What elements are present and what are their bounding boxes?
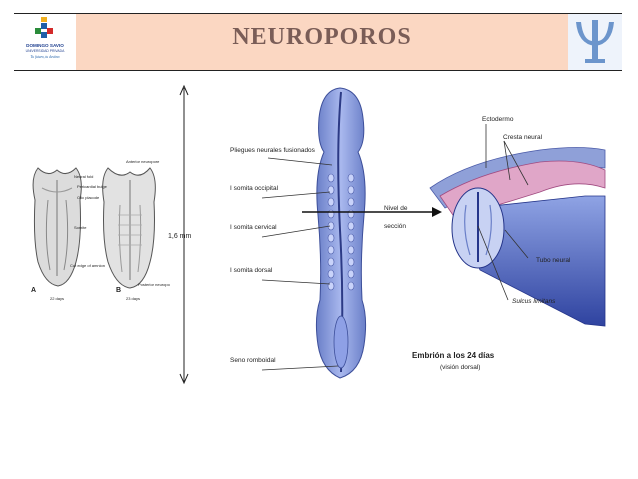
- embryo-drawing-a: [32, 167, 82, 287]
- fig-left-label-otic: Otic placode: [77, 195, 100, 200]
- panel-a-label: A: [31, 287, 36, 294]
- logo-emblem-icon: [35, 17, 53, 38]
- section-label-1: Nivel de: [384, 205, 408, 212]
- fig-left-label-posterior: Posterior neuropore: [138, 282, 174, 287]
- fig-left-label-somite: Somite: [74, 225, 87, 230]
- fig-left-label-pericardial: Pericardial bulge: [77, 184, 108, 189]
- label-pliegues: Pliegues neurales fusionados: [230, 147, 316, 154]
- section-label-2: sección: [384, 223, 406, 230]
- label-somita-dorsal: I somita dorsal: [230, 267, 273, 274]
- scale-bar: [179, 84, 189, 385]
- label-somita-occipital: I somita occipital: [230, 185, 279, 192]
- panel-b-label: B: [116, 287, 121, 294]
- days-b-label: 23 days: [126, 296, 140, 301]
- dorsal-embryo-illustration: [315, 87, 367, 379]
- logo-text-1: DOMINGO SAVIO: [26, 43, 64, 48]
- slide-header: DOMINGO SAVIO UNIVERSIDAD PRIVADA Tu fut…: [14, 13, 622, 71]
- neural-tube-cross-section: [429, 147, 606, 327]
- fig-left-label-anterior: Anterior neuropore: [126, 159, 160, 164]
- slide-title: NEUROPOROS: [232, 24, 412, 50]
- label-ectodermo: Ectodermo: [482, 116, 514, 123]
- label-cresta-neural: Cresta neural: [503, 134, 543, 141]
- days-a-label: 22 days: [50, 296, 64, 301]
- logo-text-2: UNIVERSIDAD PRIVADA: [26, 49, 65, 53]
- fig-left-label-cut-edge: Cut edge of amnion: [70, 263, 105, 268]
- label-seno-romboidal: Seno romboidal: [230, 357, 276, 364]
- label-sulcus-limitans: Sulcus limitans: [512, 298, 556, 305]
- university-logo: DOMINGO SAVIO UNIVERSIDAD PRIVADA Tu fut…: [14, 14, 76, 70]
- scale-label: 1,6 mm: [168, 233, 192, 240]
- psi-logo-icon: [568, 14, 622, 70]
- fig-left-label-neural-fold: Neural fold: [74, 174, 93, 179]
- logo-text-3: Tu futuro, tu destino: [30, 55, 59, 60]
- caption-subtitle: (visión dorsal): [440, 364, 480, 371]
- label-somita-cervical: I somita cervical: [230, 224, 277, 231]
- section-arrow-head-icon: [432, 207, 442, 217]
- caption-title: Embrión a los 24 días: [412, 351, 495, 360]
- embryo-drawing-b: [102, 167, 156, 289]
- title-banner: NEUROPOROS: [76, 14, 568, 70]
- label-tubo-neural: Tubo neural: [536, 257, 571, 264]
